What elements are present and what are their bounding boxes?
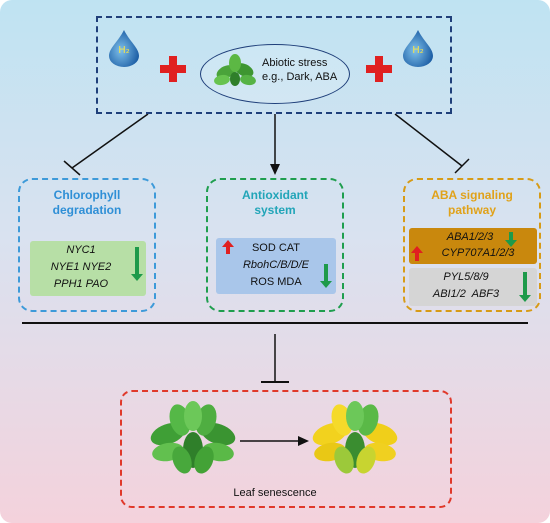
- aba-title-line-1: ABA signaling: [431, 188, 513, 202]
- gene-pyl: PYL5/8/9: [443, 271, 489, 283]
- arrowhead-plants: [298, 436, 309, 446]
- chlorophyll-panel: Chlorophyll degradation NYC1 NYE1 NYE2 P…: [18, 178, 156, 312]
- treatment-box: [96, 16, 452, 114]
- gene-rboh: RbohC/B/D/E: [242, 259, 310, 271]
- down-arrow-icon: [320, 264, 332, 288]
- arrowhead-antioxidant: [270, 164, 280, 175]
- up-arrow-icon: [222, 240, 234, 254]
- plus-left-icon: [160, 56, 186, 82]
- enzyme-sod-cat: SOD CAT: [251, 242, 301, 254]
- chlorophyll-gene-chip: NYC1 NYE1 NYE2 PPH1 PAO: [30, 241, 146, 296]
- inhibit-line-aba: [394, 113, 463, 167]
- ros-mda: ROS MDA: [250, 276, 302, 288]
- chlorophyll-title-line-2: degradation: [52, 203, 122, 217]
- inhibit-bar-aba: [454, 158, 470, 174]
- hydrogen-drop-right-icon: H₂: [400, 28, 436, 68]
- inhibit-bar-chlorophyll: [63, 160, 81, 176]
- divider-line: [22, 322, 528, 324]
- hydrogen-drop-left-icon: H₂: [106, 28, 142, 68]
- aba-title-line-2: pathway: [447, 203, 496, 217]
- plus-right-icon: [366, 56, 392, 82]
- down-arrow-icon: [505, 232, 517, 247]
- aba-upper-chip: ABA1/2/3 CYP707A1/2/3: [409, 228, 537, 264]
- stress-line-2: e.g., Dark, ABA: [262, 71, 338, 83]
- seedling-icon: [214, 54, 256, 86]
- down-arrow-icon: [519, 272, 531, 302]
- aba-panel: ABA signaling pathway ABA1/2/3 CYP707A1/…: [403, 178, 541, 312]
- gene-abi-abf3: ABI1/2 ABF3: [432, 288, 500, 300]
- down-arrow-icon: [131, 247, 143, 281]
- aba-lower-chip: PYL5/8/9 ABI1/2 ABF3: [409, 268, 537, 306]
- chlorophyll-title: Chlorophyll degradation: [20, 188, 154, 218]
- gene-pph1-pao: PPH1 PAO: [53, 278, 109, 290]
- gene-nyc1: NYC1: [66, 244, 96, 256]
- antioxidant-title-line-2: system: [254, 203, 296, 217]
- gene-nye1-nye2: NYE1 NYE2: [50, 261, 112, 273]
- green-plant-icon: [150, 401, 236, 474]
- senescent-plant-icon: [312, 401, 398, 474]
- antioxidant-chip: SOD CAT RbohC/B/D/E ROS MDA: [216, 238, 336, 294]
- stress-text: Abiotic stress e.g., Dark, ABA: [262, 56, 337, 84]
- h2-label-right: H₂: [412, 45, 424, 56]
- senescence-box: [120, 390, 452, 508]
- leaf-senescence-label: Leaf senescence: [233, 487, 317, 499]
- up-arrow-icon: [411, 246, 423, 261]
- inhibit-line-chlorophyll: [71, 113, 149, 169]
- aba-title: ABA signaling pathway: [405, 188, 539, 218]
- antioxidant-title-line-1: Antioxidant: [242, 188, 308, 202]
- antioxidant-panel: Antioxidant system SOD CAT RbohC/B/D/E R…: [206, 178, 344, 312]
- antioxidant-title: Antioxidant system: [208, 188, 342, 218]
- gene-cyp707a: CYP707A1/2/3: [441, 247, 515, 259]
- h2-label-left: H₂: [118, 45, 130, 56]
- gene-aba123: ABA1/2/3: [446, 231, 494, 243]
- chlorophyll-title-line-1: Chlorophyll: [53, 188, 121, 202]
- stress-line-1: Abiotic stress: [262, 57, 328, 69]
